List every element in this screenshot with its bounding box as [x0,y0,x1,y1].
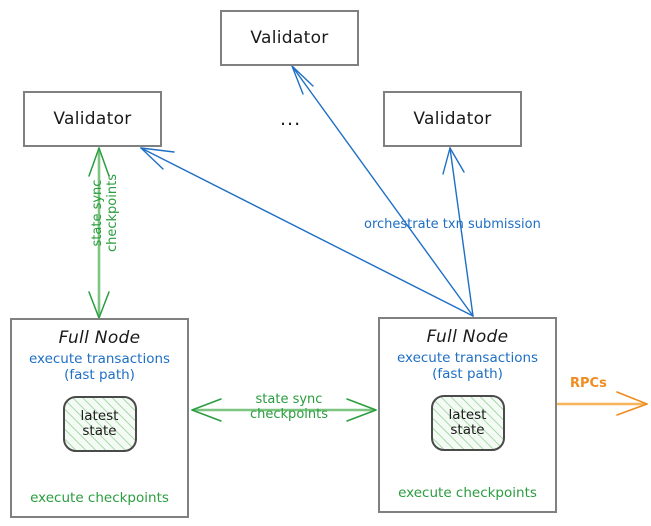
arrow-to-validator-left [140,147,474,317]
full-node-left-latest-state-label: latest state [80,407,119,439]
full-node-left-latest-state: latest state [62,395,137,452]
validator-top[interactable]: Validator [220,10,359,66]
green-horizontal-arrowheads [191,398,377,422]
green-vertical-arrowheads [88,147,110,319]
validator-right-label: Validator [413,109,492,129]
blue-orchestrate-arrows [140,65,474,317]
orange-rpcs-arrowhead [616,391,648,416]
full-node-right-execute-checkpoints: execute checkpoints [398,485,537,501]
validator-top-label: Validator [250,28,329,48]
full-node-right-latest-state-label: latest state [448,406,487,438]
validator-left[interactable]: Validator [23,91,162,147]
edge-label-state-sync-vertical: state sync checkpoints [90,174,120,252]
arrow-to-validator-right [442,147,474,317]
arrow-to-validator-top [291,65,474,317]
full-node-right-latest-state: latest state [430,394,505,451]
full-node-left-execute-checkpoints: execute checkpoints [30,490,169,506]
full-node-right[interactable]: Full Node execute transactions (fast pat… [378,317,557,513]
validators-ellipsis: ... [280,108,302,130]
edge-label-rpcs: RPCs [570,376,607,391]
edge-label-orchestrate-txn-submission: orchestrate txn submission [364,217,541,232]
full-node-left-execute-transactions: execute transactions (fast path) [28,351,171,383]
full-node-left[interactable]: Full Node execute transactions (fast pat… [10,318,189,518]
validator-left-label: Validator [53,109,132,129]
full-node-right-title: Full Node [426,327,509,347]
full-node-right-execute-transactions: execute transactions (fast path) [396,350,539,382]
validator-right[interactable]: Validator [383,91,522,147]
full-node-left-title: Full Node [58,328,141,348]
edge-label-state-sync-horizontal: state sync checkpoints [250,392,328,422]
